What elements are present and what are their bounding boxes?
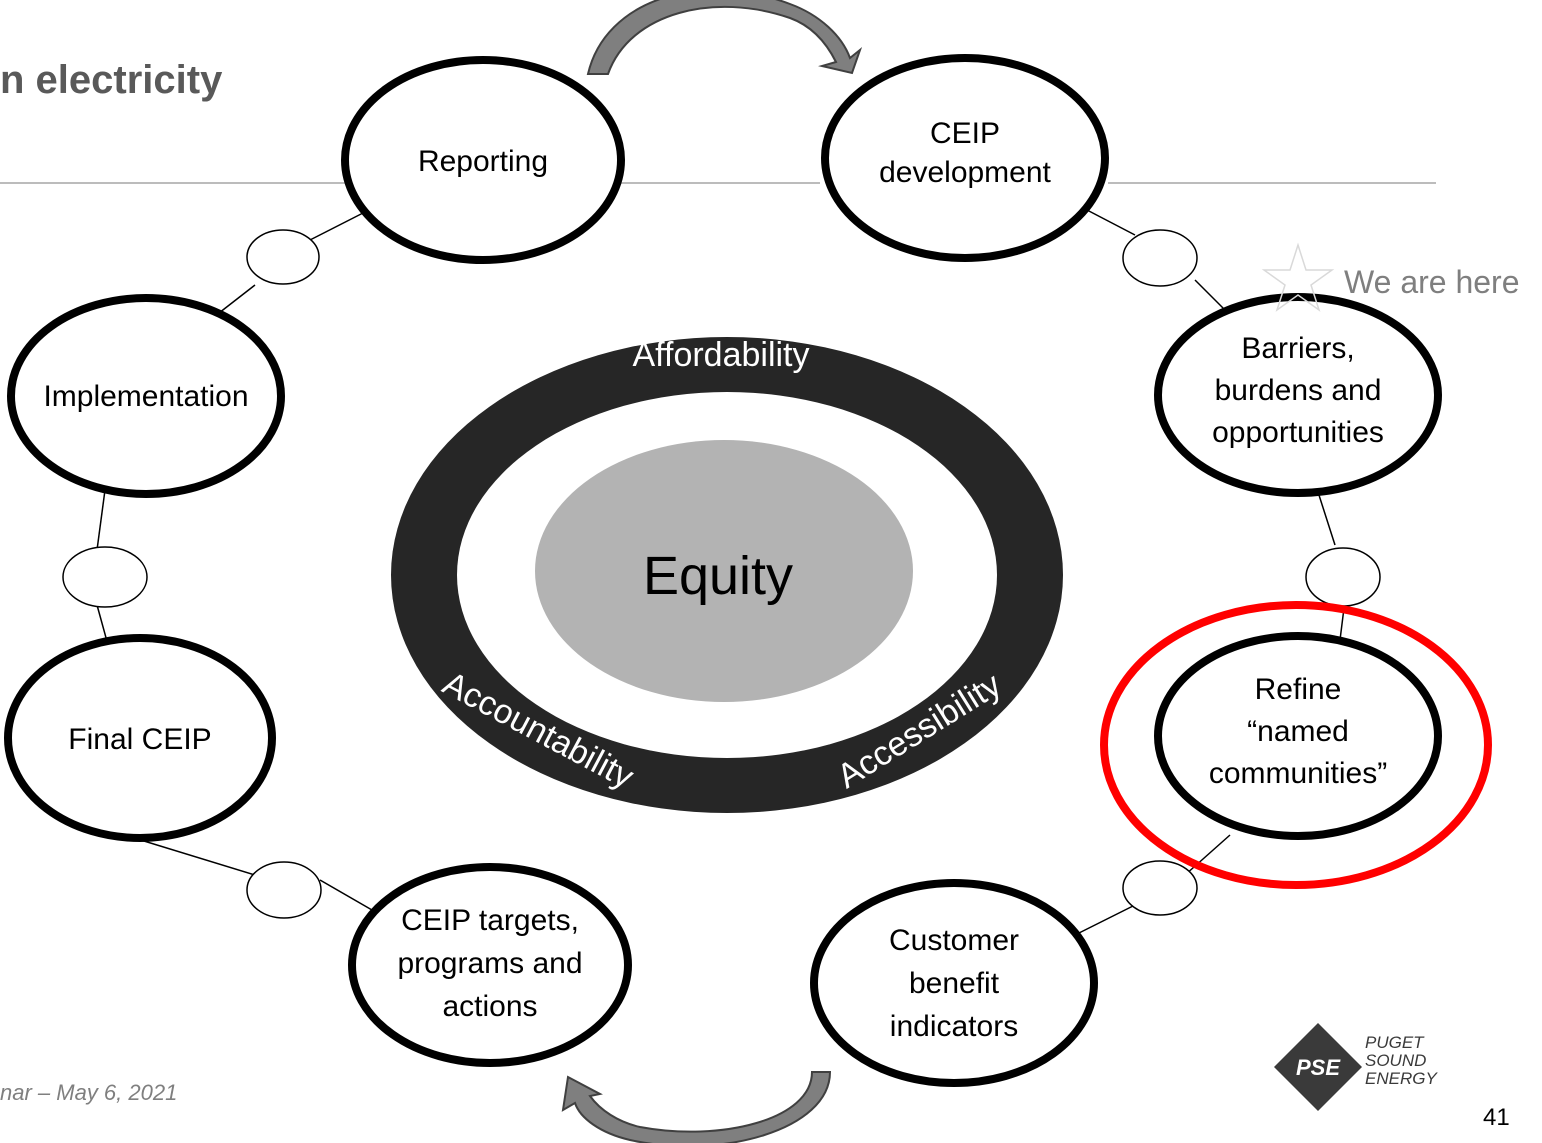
step-label: Implementation [43,380,248,413]
step-label: Customer [889,924,1019,957]
connector-node [246,229,320,285]
step-label: indicators [890,1010,1018,1043]
affordability-label: Affordability [632,336,809,374]
step-implementation: Implementation [7,294,285,498]
connector-node [246,861,322,919]
page-number: 41 [1483,1104,1510,1131]
step-ceip-targets-programs-actions: CEIP targets, programs and actions [348,863,632,1067]
connector-node [1122,860,1198,916]
step-label: Reporting [418,145,548,178]
step-refine-named-communities: Refine “named communities” [1154,632,1442,840]
step-customer-benefit-indicators: Customer benefit indicators [810,879,1098,1087]
step-label: programs and [397,947,582,980]
pse-logo-diamond [1274,1023,1362,1111]
pse-logo: PSE PUGET SOUND ENERGY [1274,1023,1438,1111]
pse-logo-mark: PSE [1296,1055,1341,1080]
step-label: development [879,156,1051,189]
step-ceip-development: CEIP development [821,54,1109,262]
step-final-ceip: Final CEIP [4,634,276,842]
step-label: communities” [1209,757,1387,790]
we-are-here-label: We are here [1344,264,1520,300]
step-label: “named [1247,715,1349,748]
slide-title: n electricity [0,58,223,102]
step-label: Refine [1255,673,1342,706]
current-step-highlight [1100,601,1492,889]
step-label: Barriers, [1241,332,1354,365]
connector-nodes [62,229,1381,919]
step-label: benefit [909,967,1000,1000]
equity-core [535,440,913,702]
step-label: CEIP [930,117,1000,150]
pse-logo-word: ENERGY [1365,1069,1438,1088]
pse-logo-word: SOUND [1365,1051,1426,1070]
bottom-cycle-arrow [561,1071,832,1143]
step-reporting: Reporting [341,56,625,264]
step-barriers-burdens-opportunities: Barriers, burdens and opportunities [1154,293,1442,497]
step-label: burdens and [1215,374,1382,407]
equity-label: Equity [643,546,793,606]
top-cycle-arrow [586,0,863,75]
footer-text: nar – May 6, 2021 [0,1080,178,1105]
connector-node [1305,547,1381,607]
star-outline-icon [1261,242,1335,312]
pse-logo-word: PUGET [1365,1033,1425,1052]
step-label: opportunities [1212,416,1384,449]
connector-node [1122,229,1198,287]
step-label: CEIP targets, [401,904,579,937]
connector-node [62,546,148,608]
step-label: Final CEIP [68,723,211,756]
step-label: actions [442,990,537,1023]
